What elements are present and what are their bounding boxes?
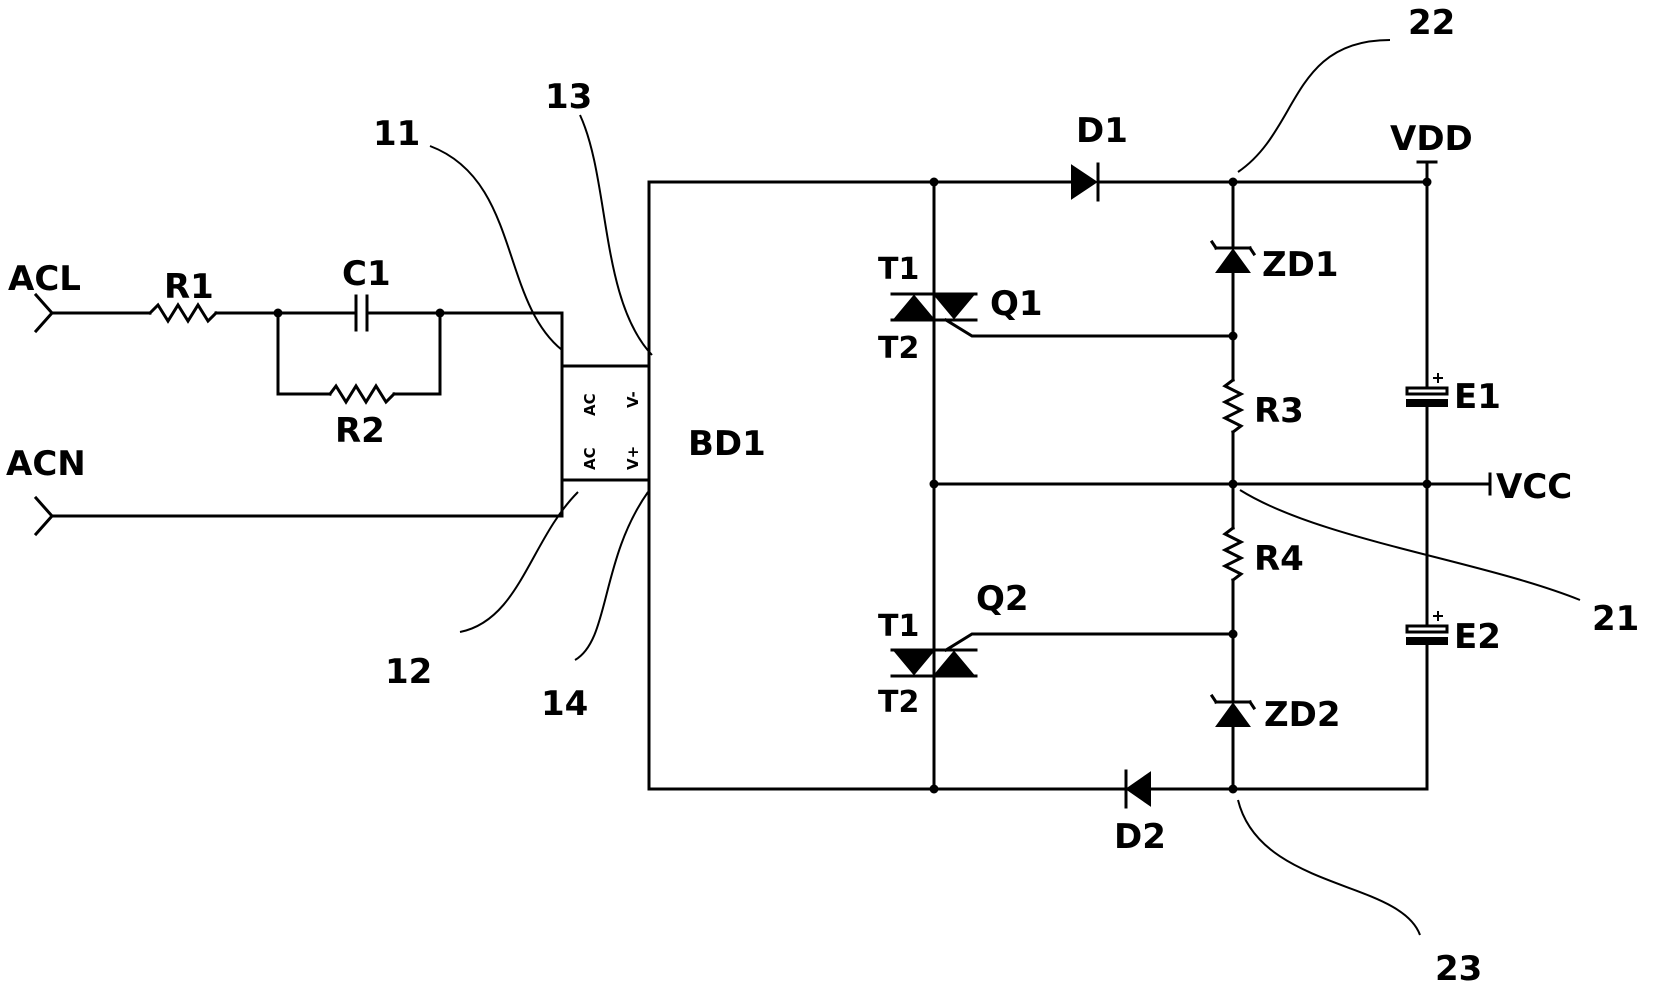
callout-23: 23 (1435, 949, 1482, 986)
acn-connector (33, 495, 55, 537)
e2-label: E2 (1454, 617, 1501, 657)
callout-11: 11 (373, 114, 420, 154)
c1-label: C1 (342, 254, 391, 294)
zener-column: ZD1 R3 R4 ZD2 (1209, 180, 1341, 791)
triac-column: T1 T2 Q1 T1 T2 Q2 (878, 180, 1238, 791)
q1-t2-label: T2 (878, 331, 919, 366)
bottom-rail: D2 (647, 769, 1429, 857)
capacitor-e2 (1405, 611, 1449, 645)
e1-label: E1 (1454, 377, 1501, 417)
r4-label: R4 (1254, 539, 1304, 579)
leader-23 (1237, 799, 1421, 936)
triac-q1: T1 T2 Q1 (878, 252, 1238, 366)
callout-13: 13 (545, 77, 592, 117)
callouts: 11 13 12 14 22 21 23 (373, 3, 1639, 986)
callout-21: 21 (1592, 599, 1639, 639)
resistor-r2 (327, 383, 397, 405)
r2-label: R2 (335, 411, 385, 451)
q2-label: Q2 (976, 579, 1029, 619)
q2-t1-label: T1 (878, 609, 919, 644)
vdd-label: VDD (1390, 119, 1473, 159)
leader-13 (579, 114, 653, 356)
middle-rail: VCC (932, 467, 1572, 507)
acl-label: ACL (8, 259, 81, 299)
diode-d1 (1071, 164, 1098, 200)
leader-22 (1237, 39, 1391, 173)
zener-zd1 (1209, 239, 1257, 273)
bd1-pin-vminus: V- (624, 391, 642, 408)
zd2-label: ZD2 (1264, 695, 1341, 735)
r3-label: R3 (1254, 391, 1304, 431)
acn-label: ACN (6, 444, 86, 484)
q2-t2-label: T2 (878, 685, 919, 720)
leader-12 (459, 491, 579, 633)
triac-q2: T1 T2 Q2 (878, 579, 1238, 720)
leader-11 (429, 145, 563, 351)
bd1-label: BD1 (688, 424, 766, 464)
capacitor-column: E1 E2 (1405, 180, 1501, 791)
bd1-pin-vplus: V+ (624, 446, 642, 470)
resistor-r3 (1221, 377, 1245, 435)
q1-label: Q1 (990, 284, 1043, 324)
d1-label: D1 (1076, 111, 1128, 151)
leader-14 (574, 491, 649, 661)
q1-t1-label: T1 (878, 252, 919, 287)
acl-connector (33, 292, 55, 334)
input-network: ACL ACN R1 C1 R2 (6, 254, 564, 537)
zd1-label: ZD1 (1262, 245, 1339, 285)
vcc-label: VCC (1496, 467, 1572, 507)
d2-label: D2 (1114, 817, 1166, 857)
callout-12: 12 (385, 652, 432, 692)
bd1-pin-ac-bottom: AC (581, 447, 599, 470)
diode-d2 (1125, 771, 1151, 807)
zener-zd2 (1209, 693, 1257, 727)
callout-22: 22 (1408, 3, 1455, 43)
resistor-r1 (147, 302, 219, 324)
top-rail: D1 VDD (647, 111, 1473, 202)
resistor-r4 (1221, 525, 1245, 583)
bridge-rectifier-bd1: AC AC V- V+ BD1 (560, 180, 766, 791)
leader-21 (1239, 489, 1581, 601)
r1-label: R1 (164, 267, 214, 307)
callout-14: 14 (541, 684, 588, 724)
bd1-pin-ac-top: AC (581, 393, 599, 416)
